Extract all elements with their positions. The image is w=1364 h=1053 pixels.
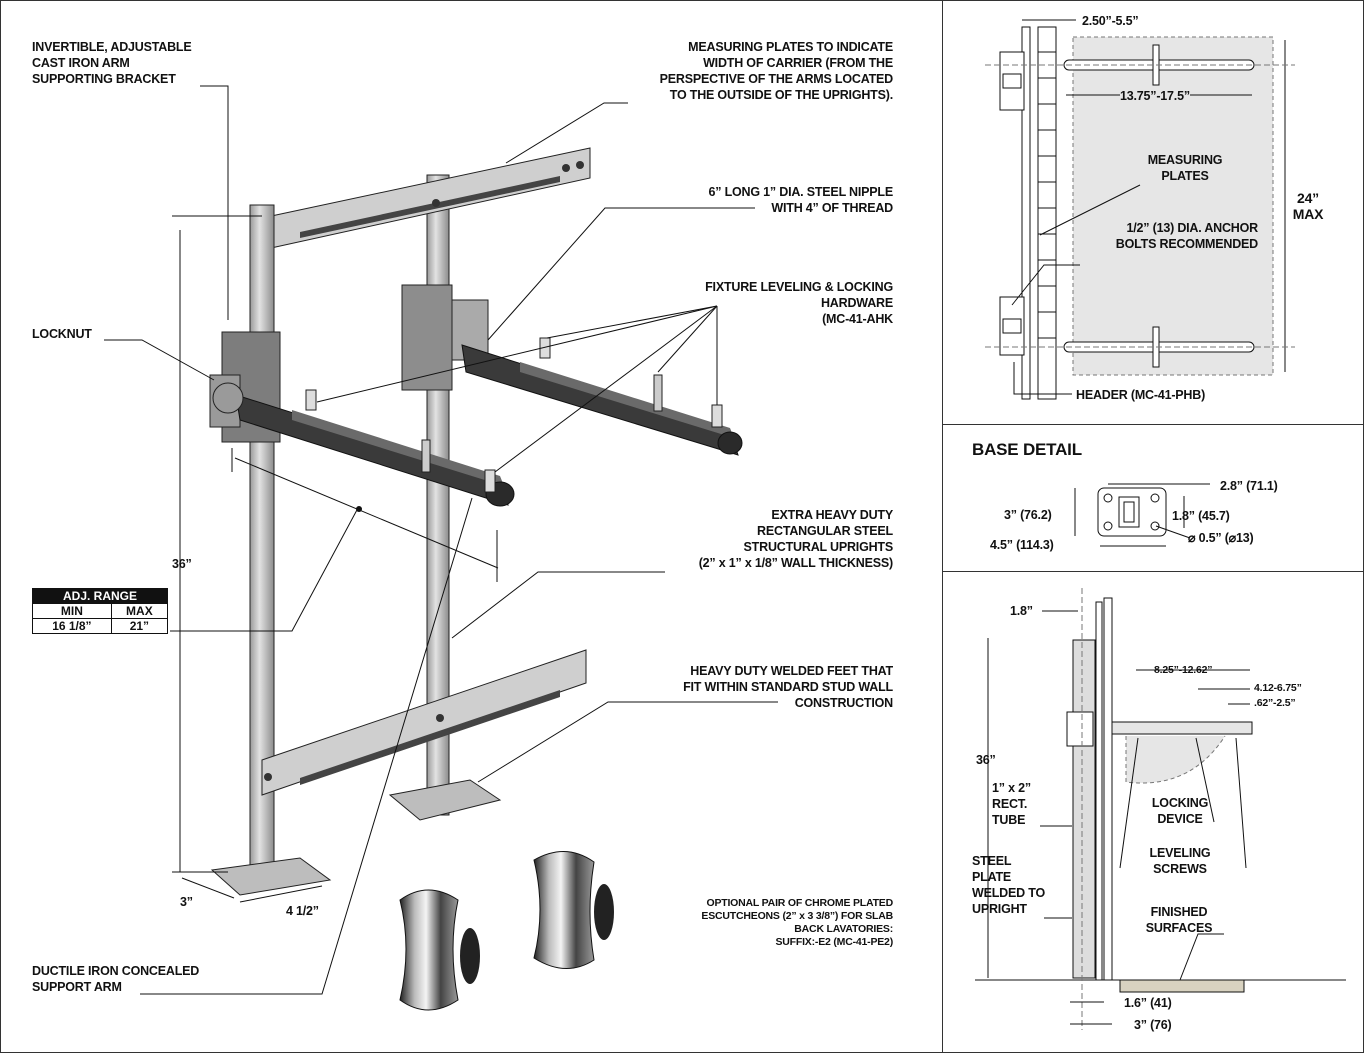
leveling-screws-label: LEVELING SCREWS [1149, 846, 1211, 876]
rear-support-arm [461, 337, 743, 456]
base-detail-title: BASE DETAIL [972, 440, 1082, 459]
range-dot [356, 506, 362, 512]
bottom-measuring-plate [261, 649, 587, 796]
side-screw-range-dimension: 4.12-6.75” [1254, 682, 1302, 694]
leader-lines [104, 85, 778, 995]
front-support-arm [212, 382, 515, 507]
base-depth-dimension: 3” (76.2) [1004, 508, 1052, 522]
top-offset-dimension: 2.50”-5.5” [1082, 14, 1139, 28]
header-label: HEADER (MC-41-PHB) [1076, 388, 1206, 402]
side-arm-range-dimension: 8.25”-12.62” [1154, 664, 1213, 676]
uprights-callout: EXTRA HEAVY DUTY RECTANGULAR STEEL STRUC… [698, 508, 894, 570]
base-width-dimension: 4.5” (114.3) [990, 538, 1054, 552]
adj-max-label: MAX [110, 603, 169, 619]
finished-surfaces-label: FINISHED SURFACES [1145, 905, 1213, 935]
base-hole-diameter: ⌀ 0.5” (⌀13) [1188, 531, 1254, 545]
side-offset-dimension: 1.8” [1010, 604, 1033, 618]
locking-device-label: LOCKING DEVICE [1151, 796, 1209, 826]
escutcheons [399, 851, 614, 1011]
max-height-dimension: 24” MAX [1292, 190, 1324, 222]
measuring-plates-callout: MEASURING PLATES TO INDICATE WIDTH OF CA… [659, 40, 894, 102]
base-hole-spacing-dimension: 1.8” (45.7) [1172, 509, 1230, 523]
side-total-dimension: 3” (76) [1134, 1018, 1172, 1032]
side-base-dimension: 1.6” (41) [1124, 996, 1172, 1010]
foot-depth-dimension: 3” [180, 895, 193, 909]
steel-plate-label: STEEL PLATE WELDED TO UPRIGHT [972, 854, 1045, 916]
anchor-bolts-label: 1/2” (13) DIA. ANCHOR BOLTS RECOMMENDED [1115, 221, 1258, 251]
height-dimension: 36” [172, 557, 192, 571]
locknut-label: LOCKNUT [32, 327, 92, 341]
escutcheons-callout: OPTIONAL PAIR OF CHROME PLATED ESCUTCHEO… [701, 897, 893, 948]
top-measuring-plate [261, 147, 591, 251]
base-width-top-dimension: 2.8” (71.1) [1220, 479, 1278, 493]
adj-min-label: MIN [32, 603, 112, 619]
adj-range-title: ADJ. RANGE [32, 588, 168, 604]
adj-max-value: 21” [110, 618, 169, 634]
side-view-panel [942, 571, 1364, 1053]
side-height-dimension: 36” [976, 753, 996, 767]
nipple-callout: 6” LONG 1” DIA. STEEL NIPPLE WITH 4” OF … [708, 185, 894, 215]
rect-tube-label: 1” x 2” RECT. TUBE [992, 781, 1031, 827]
adj-min-value: 16 1/8” [32, 618, 112, 634]
carrier-illustration [104, 85, 778, 1011]
plate-width-dimension: 13.75”-17.5” [1120, 88, 1190, 104]
measuring-plates-label: MEASURING PLATES [1147, 153, 1223, 183]
hardware-callout: FIXTURE LEVELING & LOCKING HARDWARE (MC-… [705, 280, 893, 326]
feet-callout: HEAVY DUTY WELDED FEET THAT FIT WITHIN S… [683, 664, 893, 710]
bracket-callout: INVERTIBLE, ADJUSTABLE CAST IRON ARM SUP… [32, 40, 192, 86]
side-tip-range-dimension: .62”-2.5” [1254, 697, 1296, 709]
support-arm-callout: DUCTILE IRON CONCEALED SUPPORT ARM [32, 964, 200, 994]
foot-width-dimension: 4 1/2” [286, 904, 319, 918]
